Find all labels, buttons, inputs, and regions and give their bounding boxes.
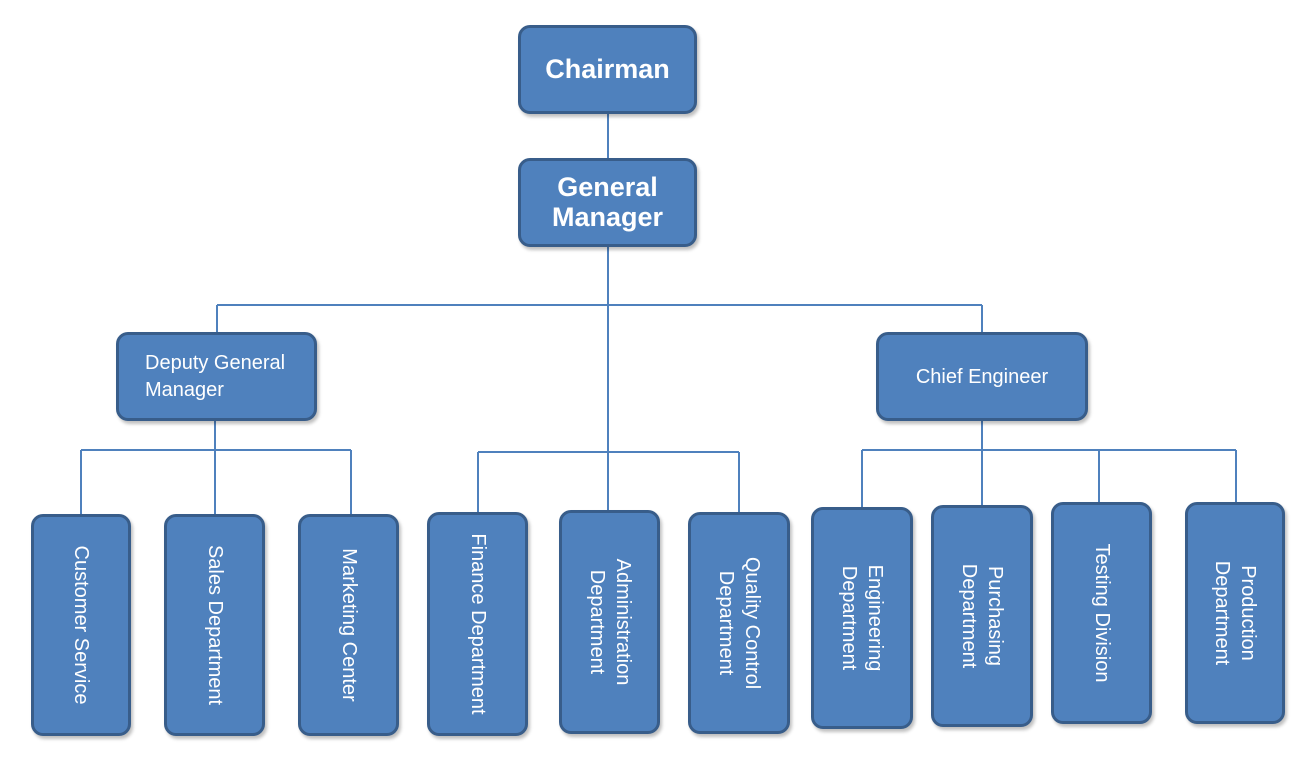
- chairman-box: Chairman: [518, 25, 697, 114]
- sales-department-box: Sales Department: [164, 514, 265, 736]
- production-department-box: Production Department: [1185, 502, 1285, 724]
- finance-department-box: Finance Department: [427, 512, 528, 736]
- purchasing-department-box: Purchasing Department: [931, 505, 1033, 727]
- general-manager-box: General Manager: [518, 158, 697, 247]
- finance-department-label: Finance Department: [466, 533, 489, 715]
- engineering-department-box: Engineering Department: [811, 507, 913, 729]
- engineering-department-label: Engineering Department: [838, 564, 886, 672]
- testing-division-box: Testing Division: [1051, 502, 1152, 724]
- marketing-center-box: Marketing Center: [298, 514, 399, 736]
- marketing-center-label: Marketing Center: [337, 548, 360, 702]
- purchasing-department-label: Purchasing Department: [958, 563, 1006, 669]
- testing-division-label: Testing Division: [1090, 543, 1113, 683]
- deputy-general-manager-label: Deputy General Manager: [145, 351, 286, 401]
- chief-engineer-label: Chief Engineer: [915, 365, 1049, 388]
- quality-control-department-box: Quality Control Department: [688, 512, 790, 734]
- customer-service-box: Customer Service: [31, 514, 131, 736]
- deputy-general-manager-box: Deputy General Manager: [116, 332, 317, 421]
- quality-control-department-label: Quality Control Department: [715, 556, 763, 690]
- chairman-label: Chairman: [545, 53, 670, 84]
- production-department-label: Production Department: [1211, 560, 1259, 666]
- administration-department-box: Administration Department: [559, 510, 660, 734]
- general-manager-label: General Manager: [551, 171, 664, 232]
- administration-department-label: Administration Department: [585, 558, 634, 686]
- customer-service-label: Customer Service: [70, 545, 92, 705]
- sales-department-label: Sales Department: [203, 544, 226, 706]
- chief-engineer-box: Chief Engineer: [876, 332, 1088, 421]
